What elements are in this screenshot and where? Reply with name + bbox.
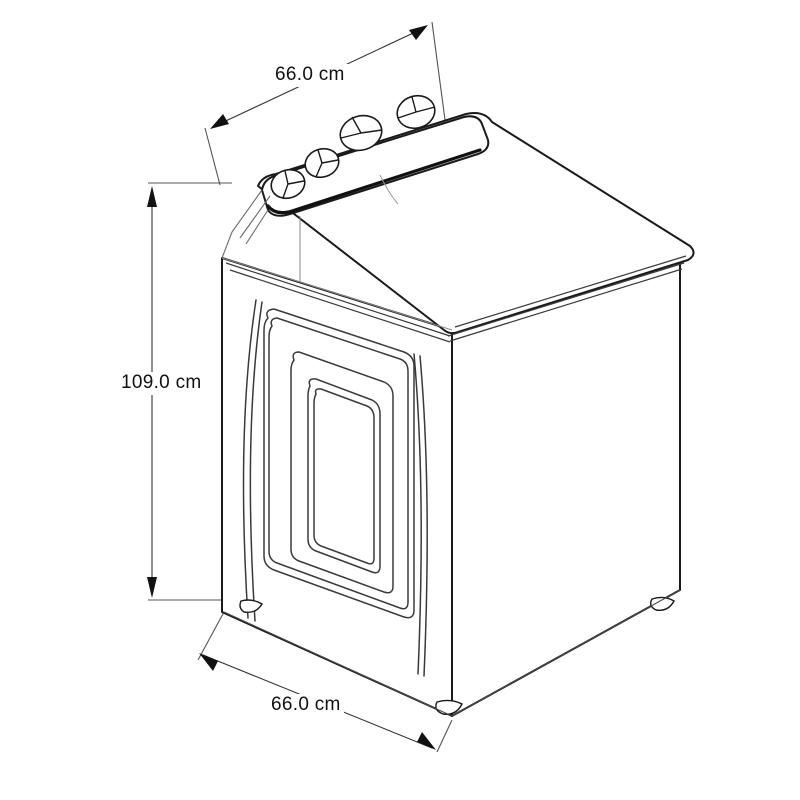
console-lower-edge [266, 148, 482, 215]
foot-right-rear [649, 596, 675, 611]
control-knob-2[interactable] [302, 145, 343, 182]
dimension-label-height: 109.0 cm [118, 372, 205, 395]
console-left-wrap [221, 189, 271, 259]
feet-group [239, 596, 675, 715]
control-knob-4[interactable] [393, 91, 439, 133]
dimension-label-depth: 66.0 cm [272, 64, 348, 87]
width-extension-lines [197, 611, 453, 753]
control-console [261, 115, 490, 217]
console-face [261, 115, 490, 217]
dimension-arrowheads [147, 25, 436, 750]
lid-edge-details [447, 255, 687, 342]
front-top-lip [225, 262, 451, 343]
right-side-panel [451, 257, 681, 717]
front-panel-recess [263, 308, 415, 619]
depth-extension-lines [204, 21, 446, 186]
control-knob-group [268, 91, 439, 203]
front-panel [221, 257, 453, 717]
cabinet-top-seam [221, 216, 453, 331]
console-seam [379, 174, 399, 205]
control-knob-3[interactable] [336, 111, 386, 156]
foot-front-left [239, 599, 263, 614]
control-knob-1[interactable] [268, 166, 309, 203]
front-panel-accents [242, 299, 428, 677]
bottom-edge-lines [223, 589, 681, 717]
dimension-label-width: 66.0 cm [268, 694, 344, 717]
